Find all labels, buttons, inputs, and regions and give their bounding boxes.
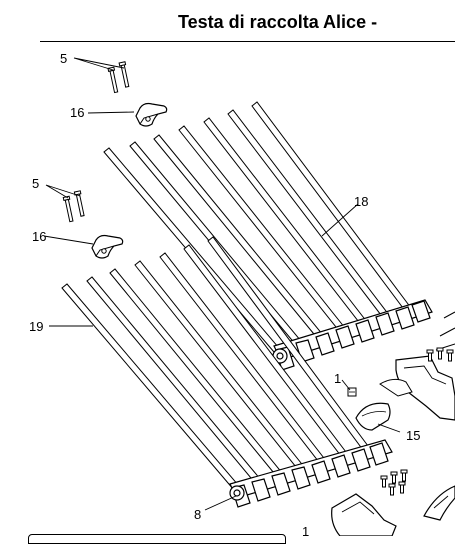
callout-16-lower: 16	[32, 229, 46, 244]
tine-bar-icon	[229, 439, 393, 508]
bracket-icon	[379, 311, 455, 421]
bracket-icon	[331, 485, 455, 536]
page-title: Testa di raccolta Alice -	[178, 12, 378, 32]
callout-16-upper: 16	[70, 105, 84, 120]
bolt-icon	[107, 61, 131, 94]
tine-bar-lower	[61, 236, 393, 508]
bolt-icon	[62, 190, 86, 223]
bolt-icon	[380, 469, 408, 496]
tine-bar-upper	[103, 101, 433, 371]
clip-icon	[135, 102, 168, 127]
callout-5-upper: 5	[60, 51, 67, 66]
leader-lines	[43, 57, 401, 511]
nut-icon	[347, 387, 357, 397]
clip-icon	[91, 234, 124, 259]
title-underline	[40, 41, 455, 42]
callout-1-bottom: 1	[302, 524, 309, 536]
callout-5-lower: 5	[32, 176, 39, 191]
callout-1-nut: 1	[334, 371, 341, 386]
callout-8: 8	[194, 507, 201, 522]
deflector-icon	[355, 402, 391, 431]
tine-icon	[61, 236, 372, 491]
callout-18: 18	[354, 194, 368, 209]
callout-15: 15	[406, 428, 420, 443]
bolt-icon	[426, 347, 454, 362]
callout-19: 19	[29, 319, 43, 334]
tine-bar-icon	[272, 299, 433, 371]
